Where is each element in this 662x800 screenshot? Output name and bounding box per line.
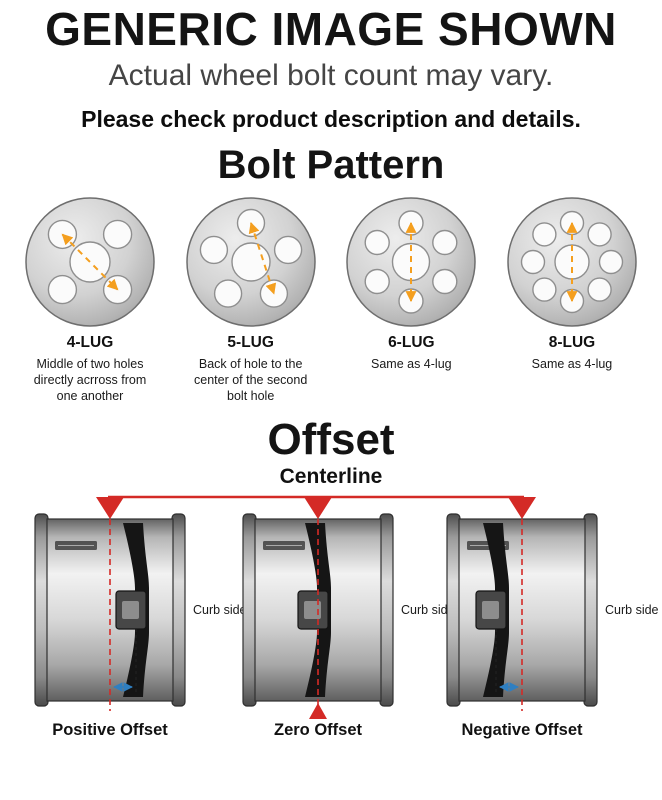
lug-hole	[520, 249, 546, 275]
lug-description: Same as 4-lug	[371, 356, 452, 371]
offset-type-label: Negative Offset	[461, 721, 583, 739]
lug-hole	[102, 274, 133, 305]
lug-hole	[587, 277, 612, 302]
lug-hole	[47, 274, 78, 305]
lug-hole	[532, 277, 557, 302]
lug-hole	[102, 219, 133, 250]
bolt-pattern-item-8-lug: 8-LUG Same as 4-lug	[496, 194, 648, 405]
lug-hole	[587, 222, 612, 247]
bolt-pattern-item-6-lug: 6-LUG Same as 4-lug	[335, 194, 487, 405]
rim-lip	[379, 512, 394, 707]
rim-lip	[446, 512, 461, 707]
measurement-line	[61, 233, 119, 291]
rim-lip	[34, 512, 49, 707]
bolt-pattern-wheel-graphic	[25, 197, 155, 327]
centerline-pointer-icon	[96, 496, 124, 519]
curb-side-label: Curb side	[605, 603, 659, 617]
bolt-pattern-item-5-lug: 5-LUG Back of hole to the center of the s…	[175, 194, 327, 405]
center-bore	[230, 242, 271, 282]
lug-description: Back of hole to the center of the second…	[194, 356, 308, 403]
bolt-pattern-row: 4-LUG Middle of two holes directly acrros…	[0, 188, 662, 405]
bolt-pattern-wheel-graphic	[185, 197, 316, 327]
lug-label: 4-LUG	[66, 333, 114, 351]
lug-hole	[432, 268, 458, 295]
centerline-label: Centerline	[279, 464, 383, 488]
rim-lip	[242, 512, 257, 707]
lug-hole	[259, 279, 288, 308]
rim-lip	[171, 512, 186, 707]
offset-title: Offset	[267, 414, 395, 464]
lug-description: Same as 4-lug	[531, 356, 613, 371]
lug-hole	[364, 268, 391, 295]
main-title: GENERIC IMAGE SHOWN	[45, 3, 617, 55]
hub-bore	[304, 600, 321, 619]
hub-bore	[482, 600, 499, 619]
bolt-pattern-title: Bolt Pattern	[217, 142, 445, 187]
curb-side-label: Curb side	[193, 603, 247, 617]
centerline-pointer-icon	[304, 496, 332, 519]
lug-hole	[432, 229, 458, 256]
lug-description: Middle of two holes directly acrross fro…	[33, 356, 147, 403]
note: Please check product description and det…	[81, 105, 581, 132]
lug-label: 5-LUG	[227, 333, 274, 351]
lug-label: 8-LUG	[548, 333, 596, 351]
lug-hole	[273, 235, 302, 265]
offset-type-label: Positive Offset	[52, 721, 168, 739]
centerline-pointer-icon	[508, 496, 536, 519]
lug-hole	[213, 279, 242, 308]
lug-hole	[364, 229, 391, 256]
subtitle: Actual wheel bolt count may vary.	[108, 58, 554, 92]
rim-lip	[583, 512, 598, 707]
bolt-pattern-wheel-graphic	[507, 197, 637, 327]
lug-label: 6-LUG	[388, 333, 435, 351]
bolt-pattern-item-4-lug: 4-LUG Middle of two holes directly acrros…	[14, 194, 166, 405]
lug-hole	[598, 249, 624, 275]
curb-side-label: Curb side	[401, 603, 455, 617]
lug-hole	[532, 222, 557, 247]
offset-type-label: Zero Offset	[274, 721, 363, 739]
bolt-pattern-section: Bolt Pattern 4-LUG Middle of two holes di…	[0, 143, 662, 405]
zero-offset-marker-icon	[309, 702, 327, 719]
measurement-line	[248, 221, 276, 295]
lug-hole	[199, 235, 228, 265]
hub-bore	[122, 600, 139, 619]
bolt-pattern-wheel-graphic	[346, 197, 477, 327]
